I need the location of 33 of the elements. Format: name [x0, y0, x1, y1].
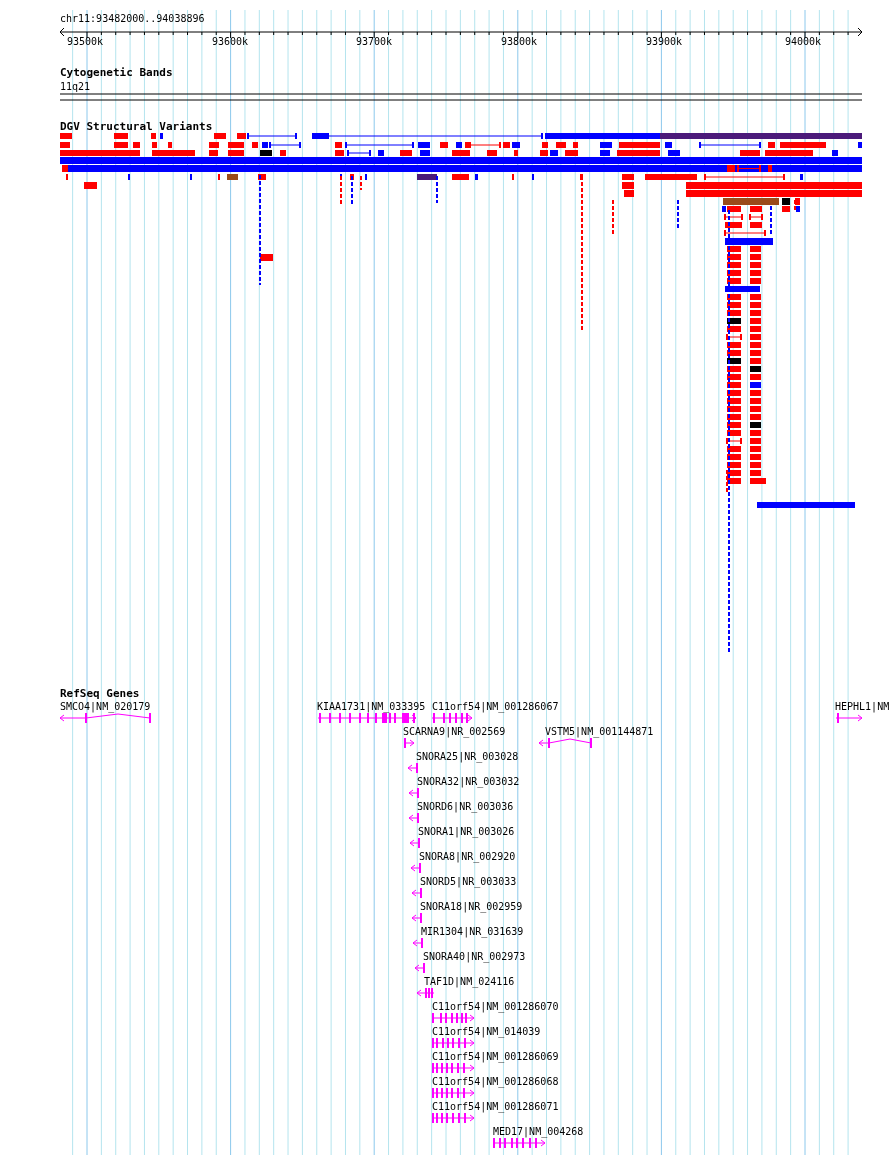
gene-label: C11orf54|NM_001286067 [432, 701, 559, 713]
scale-tick-label: 93500k [67, 36, 104, 48]
gene-label: MED17|NM_004268 [493, 1126, 584, 1138]
band-label: 11q21 [60, 81, 91, 93]
gene-label: VSTM5|NM_001144871 [545, 726, 654, 738]
gene-label: SNORA32|NR_003032 [417, 776, 520, 788]
gene-label: C11orf54|NM_014039 [432, 1026, 541, 1038]
coordinate-label: chr11:93482000..94038896 [60, 13, 205, 25]
scale-tick-label: 93600k [212, 36, 249, 48]
scale-tick-label: 93900k [646, 36, 683, 48]
gene-label: SCARNA9|NR_002569 [403, 726, 506, 738]
gene-label: SNORA1|NR_003026 [418, 826, 515, 838]
scale-tick-label: 94000k [785, 36, 822, 48]
gene-label: C11orf54|NM_001286070 [432, 1001, 559, 1013]
gene-label: C11orf54|NM_001286068 [432, 1076, 559, 1088]
gene-label: C11orf54|NM_001286069 [432, 1051, 559, 1063]
gene-label: SNORA25|NR_003028 [416, 751, 519, 763]
gene-label: SNORA18|NR_002959 [420, 901, 523, 913]
gene-label: KIAA1731|NM_033395 [317, 701, 426, 713]
gene-label: C11orf54|NM_001286071 [432, 1101, 559, 1113]
track-title: RefSeq Genes [60, 688, 140, 700]
gene-label: SNORA40|NR_002973 [423, 951, 526, 963]
gene-label: MIR1304|NR_031639 [421, 926, 524, 938]
scale-tick-label: 93700k [356, 36, 393, 48]
gene-label: SNORD6|NR_003036 [417, 801, 514, 813]
gene-label: SNORD5|NR_003033 [420, 876, 517, 888]
track-title: DGV Structural Variants [60, 121, 213, 133]
gene-label: TAF1D|NM_024116 [424, 976, 515, 988]
gene-label: HEPHL1|NM [835, 701, 890, 713]
scale-tick-label: 93800k [501, 36, 538, 48]
gene-label: SMCO4|NM_020179 [60, 701, 151, 713]
gene-label: SNORA8|NR_002920 [419, 851, 516, 863]
track-title: Cytogenetic Bands [60, 67, 173, 79]
